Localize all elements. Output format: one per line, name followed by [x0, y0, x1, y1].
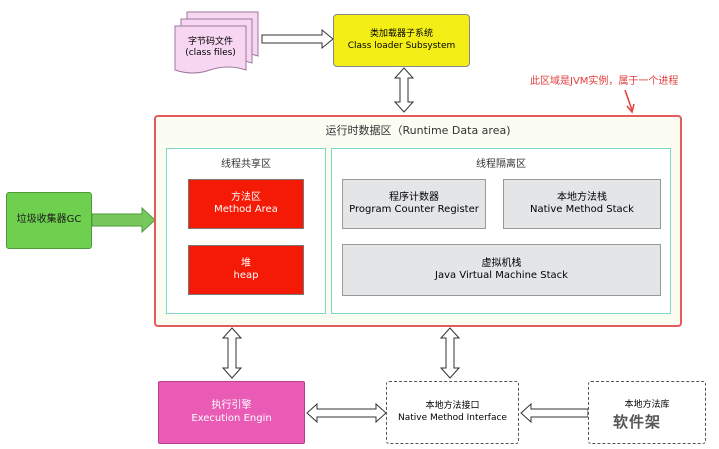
native-interface-box: 本地方法接口 Native Method Interface: [386, 381, 519, 444]
class-loader-label-en: Class loader Subsystem: [347, 40, 456, 51]
pc-register-label-en: Program Counter Register: [349, 204, 479, 215]
native-stack-label-cn: 本地方法栈: [557, 191, 607, 203]
execution-engine-label-en: Execution Engin: [191, 412, 272, 424]
native-lib-box: [588, 381, 706, 444]
shared-area-title: 线程共享区: [221, 159, 271, 170]
method-area-box: 方法区 Method Area: [188, 179, 304, 229]
class-loader-box: 类加载器子系统 Class loader Subsystem: [333, 14, 470, 67]
note-arrow: [624, 89, 635, 114]
gc-label: 垃圾收集器GC: [16, 214, 82, 226]
method-area-label-cn: 方法区: [231, 191, 261, 203]
class-files-icon: [174, 11, 259, 74]
native-lib-label: 本地方法库: [624, 400, 670, 410]
execution-engine-label-cn: 执行引擎: [211, 400, 252, 411]
gc-box: 垃圾收集器GC: [6, 192, 92, 249]
heap-box: 堆 heap: [188, 245, 304, 295]
arrow-gc-to-runtime: [91, 206, 156, 234]
class-files-label-en: (class files): [185, 48, 236, 58]
pc-register-label-cn: 程序计数器: [389, 191, 439, 203]
arrow-lib-to-interface: [520, 402, 589, 424]
arrow-engine-interface: [306, 402, 387, 424]
runtime-area-title: 运行时数据区（Runtime Data area): [325, 124, 511, 137]
native-stack-box: 本地方法栈 Native Method Stack: [503, 179, 661, 229]
jvm-stack-label-en: Java Virtual Machine Stack: [435, 270, 568, 281]
jvm-note: 此区域是JVM实例，属于一个进程: [530, 76, 679, 87]
watermark: 软件架: [613, 413, 662, 431]
pc-register-box: 程序计数器 Program Counter Register: [342, 179, 486, 229]
arrow-loader-runtime: [393, 67, 415, 113]
jvm-stack-label-cn: 虚拟机栈: [481, 257, 522, 269]
heap-label-en: heap: [233, 270, 259, 281]
arrow-files-to-loader: [261, 28, 334, 50]
native-interface-label-en: Native Method Interface: [398, 412, 507, 423]
heap-label-cn: 堆: [241, 257, 251, 269]
jvm-stack-box: 虚拟机栈 Java Virtual Machine Stack: [342, 244, 661, 296]
arrow-runtime-engine: [221, 327, 243, 379]
native-interface-label-cn: 本地方法接口: [425, 401, 480, 412]
execution-engine-box: 执行引擎 Execution Engin: [158, 381, 305, 444]
isolated-area-title: 线程隔离区: [476, 159, 526, 170]
native-stack-label-en: Native Method Stack: [530, 204, 634, 215]
class-loader-label-cn: 类加载器子系统: [369, 29, 433, 40]
arrow-runtime-interface: [439, 327, 461, 379]
class-files-label-cn: 字节码文件: [187, 36, 233, 47]
method-area-label-en: Method Area: [214, 204, 278, 215]
class-files: 字节码文件 (class files): [175, 30, 246, 66]
